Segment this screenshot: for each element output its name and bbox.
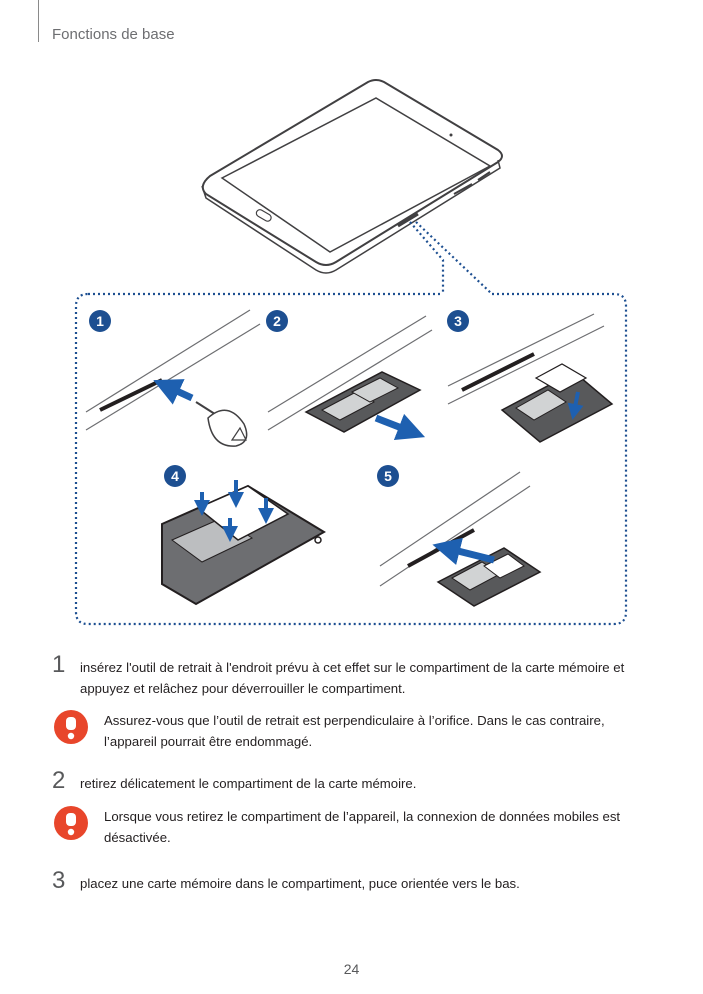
- step-number: 3: [52, 867, 66, 894]
- step-number: 1: [52, 651, 66, 678]
- callout-2-label: 2: [273, 313, 281, 329]
- callout-4-label: 4: [171, 468, 179, 484]
- callout-1-label: 1: [96, 313, 104, 329]
- panel-4-seat-card: [161, 480, 326, 606]
- page-number: 24: [343, 961, 360, 977]
- panel-2-pull-tray: [267, 315, 433, 440]
- step-text: retirez délicatement le compartiment de …: [80, 776, 417, 791]
- callout-5: 5: [377, 465, 399, 487]
- callout-3: 3: [447, 310, 469, 332]
- caution-text: Lorsque vous retirez le compartiment de …: [104, 809, 621, 845]
- step-number: 2: [52, 767, 66, 794]
- tablet-drawing: [201, 79, 503, 274]
- header-rule: [38, 0, 39, 42]
- callout-5-label: 5: [384, 468, 392, 484]
- step-text: placez une carte mémoire dans le compart…: [80, 876, 520, 891]
- caution-icon: [54, 806, 88, 840]
- section-header: Fonctions de base: [52, 26, 175, 43]
- caution-text: Assurez-vous que l’outil de retrait est …: [104, 713, 605, 749]
- panel-5-reinsert-tray: [379, 471, 542, 607]
- callout-1: 1: [89, 310, 111, 332]
- panel-1-insert-tool: [85, 309, 261, 447]
- caution-icon: [54, 710, 88, 744]
- callout-3-label: 3: [454, 313, 462, 329]
- step-text: insérez l'outil de retrait à l'endroit p…: [80, 660, 625, 696]
- callout-4: 4: [164, 465, 186, 487]
- memory-card-insertion-illustration: 1 2 3 4 5: [74, 79, 628, 626]
- panel-3-place-card: [447, 313, 614, 443]
- callout-2: 2: [266, 310, 288, 332]
- detail-callout-frame: [74, 221, 628, 626]
